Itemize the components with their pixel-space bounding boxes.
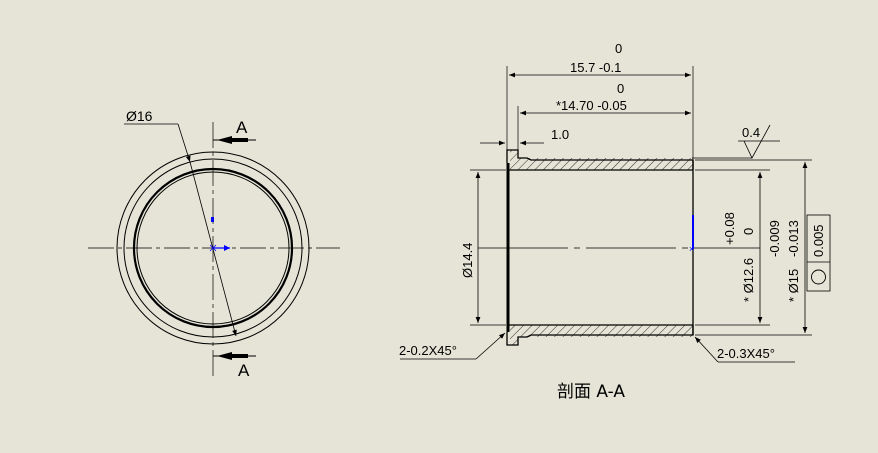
tolerance-frame — [806, 214, 831, 292]
roughness-value: 0.4 — [742, 125, 760, 140]
inner-dia-left-label: Ø14.4 — [460, 243, 475, 278]
section-mark-bottom: A — [238, 361, 250, 380]
chamfer-right-label: 2-0.3X45° — [717, 346, 775, 361]
front-diameter-label: Ø16 — [126, 108, 153, 124]
outer-dia-lower-dev: -0.013 — [786, 220, 801, 257]
diameter-leader — [177, 123, 191, 163]
section-arrow-top — [217, 136, 232, 144]
section-view: × 0 15.7 -0.1 0 *14.70 -0.05 1.0 0.4 Ø14… — [399, 41, 831, 402]
bore-circle-outer — [132, 167, 294, 329]
front-view: Ø16 A A — [88, 108, 340, 380]
center-point-marker — [211, 217, 214, 222]
flange-circle — [123, 158, 303, 338]
overall-length-upper-dev: 0 — [615, 41, 622, 56]
diameter-line — [189, 161, 237, 337]
flange-width-label: 1.0 — [551, 127, 569, 142]
roundness-icon — [811, 269, 826, 285]
bore-circle-inner — [136, 171, 290, 325]
section-outline-bottom — [506, 325, 694, 346]
overall-length-label: 15.7 -0.1 — [570, 60, 621, 75]
outer-circle — [116, 151, 310, 345]
section-mark-top: A — [236, 118, 248, 137]
section-arrow-bottom — [217, 352, 232, 360]
chamfer-right-leader — [694, 336, 719, 363]
inner-dia-right-lower-dev: 0 — [741, 228, 756, 235]
body-length-upper-dev: 0 — [617, 81, 624, 96]
body-length-label: *14.70 -0.05 — [556, 98, 627, 113]
inner-dia-right-upper-dev: +0.08 — [722, 212, 737, 245]
chamfer-left-label: 2-0.2X45° — [399, 343, 457, 358]
outer-dia-upper-dev: -0.009 — [767, 220, 782, 257]
section-outline-top — [506, 149, 694, 170]
outer-dia-label: * Ø15 — [786, 269, 801, 302]
tolerance-value: 0.005 — [811, 224, 826, 257]
inner-dia-right-label: * Ø12.6 — [741, 258, 756, 302]
chamfer-left-leader — [475, 332, 506, 360]
section-title: 剖面 A-A — [557, 382, 625, 402]
svg-text:×: × — [689, 244, 694, 254]
